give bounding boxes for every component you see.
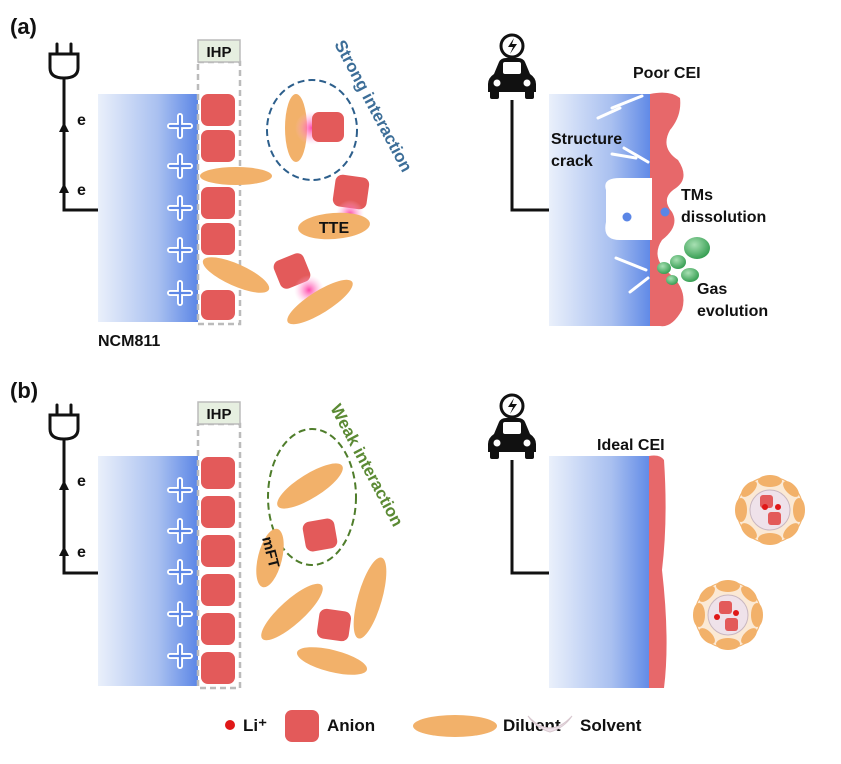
anion-molecule — [312, 112, 344, 142]
diluent-molecule — [296, 647, 368, 675]
dissolution-pit — [605, 178, 652, 240]
ideal-cei-layer — [649, 455, 667, 688]
electric-car-icon — [486, 393, 538, 461]
panel-b-tag: (b) — [10, 378, 38, 403]
ihp-label: IHP — [206, 406, 231, 423]
interaction-ring — [267, 428, 357, 566]
interaction-label: Strong interaction — [330, 37, 416, 175]
tte-diluent — [298, 212, 370, 240]
anion-swatch — [285, 710, 319, 742]
tm-ion — [660, 207, 670, 217]
electron-arrow — [59, 546, 69, 556]
cathode-electrode — [549, 456, 653, 688]
ihp-anions — [201, 94, 235, 320]
electrode-label: NCM811 — [98, 333, 160, 350]
ihp-tag — [197, 401, 241, 425]
gas-label-line2: evolution — [697, 303, 768, 320]
tm-label-line2: dissolution — [681, 209, 766, 226]
electron-label: e — [77, 473, 86, 490]
electric-car-icon — [486, 33, 538, 101]
ihp-anions — [201, 457, 235, 684]
ihp-label: IHP — [206, 44, 231, 61]
panel-a: (a) e e NCM811 IHP — [10, 14, 768, 350]
solvation-cluster — [735, 475, 805, 545]
anion-molecule — [316, 608, 352, 642]
crack-label-line1: Structure — [551, 131, 622, 148]
panel-b: (b) e e IHP Weak interaction mFT — [10, 378, 805, 690]
power-plug-icon — [48, 403, 80, 449]
gas-bubbles — [657, 237, 710, 285]
legend-solvent: Solvent — [580, 716, 642, 735]
structure-cracks — [596, 94, 650, 294]
diluent-molecule — [277, 463, 343, 509]
electron-label: e — [77, 112, 86, 129]
anion-molecule — [332, 174, 370, 210]
diluent-molecule — [353, 557, 387, 639]
tm-ion — [622, 212, 632, 222]
electron-arrow — [59, 122, 69, 132]
diluent-molecule — [200, 167, 272, 185]
electron-arrow — [59, 183, 69, 193]
diluent-molecule — [261, 583, 323, 641]
cei-label: Ideal CEI — [597, 437, 665, 454]
mft-diluent — [256, 528, 284, 588]
tm-label-line1: TMs — [681, 187, 713, 204]
interaction-ring — [266, 79, 358, 181]
circuit-wire — [510, 460, 549, 575]
li-swatch — [225, 720, 235, 730]
panel-a-tag: (a) — [10, 14, 37, 39]
solvation-cluster — [693, 580, 763, 650]
power-plug-icon — [48, 42, 80, 88]
gas-label-line1: Gas — [697, 281, 727, 298]
electron-label: e — [77, 544, 86, 561]
legend: Li⁺ Anion Diluent Solvent — [225, 710, 642, 742]
electron-arrow — [59, 480, 69, 490]
cei-label: Poor CEI — [633, 65, 701, 82]
ihp-tag — [197, 39, 241, 63]
legend-diluent: Diluent — [503, 716, 561, 735]
diluent-swatch — [413, 715, 497, 737]
solvent-swatch — [527, 715, 573, 733]
diluent-molecule — [202, 257, 270, 293]
electron-label: e — [77, 182, 86, 199]
crack-label-line2: crack — [551, 153, 593, 170]
tte-label: TTE — [319, 220, 350, 237]
legend-anion: Anion — [327, 716, 375, 735]
circuit-wire — [510, 100, 549, 212]
anion-molecule — [302, 518, 338, 552]
legend-li: Li⁺ — [243, 716, 267, 735]
diluent-molecule — [287, 279, 353, 325]
